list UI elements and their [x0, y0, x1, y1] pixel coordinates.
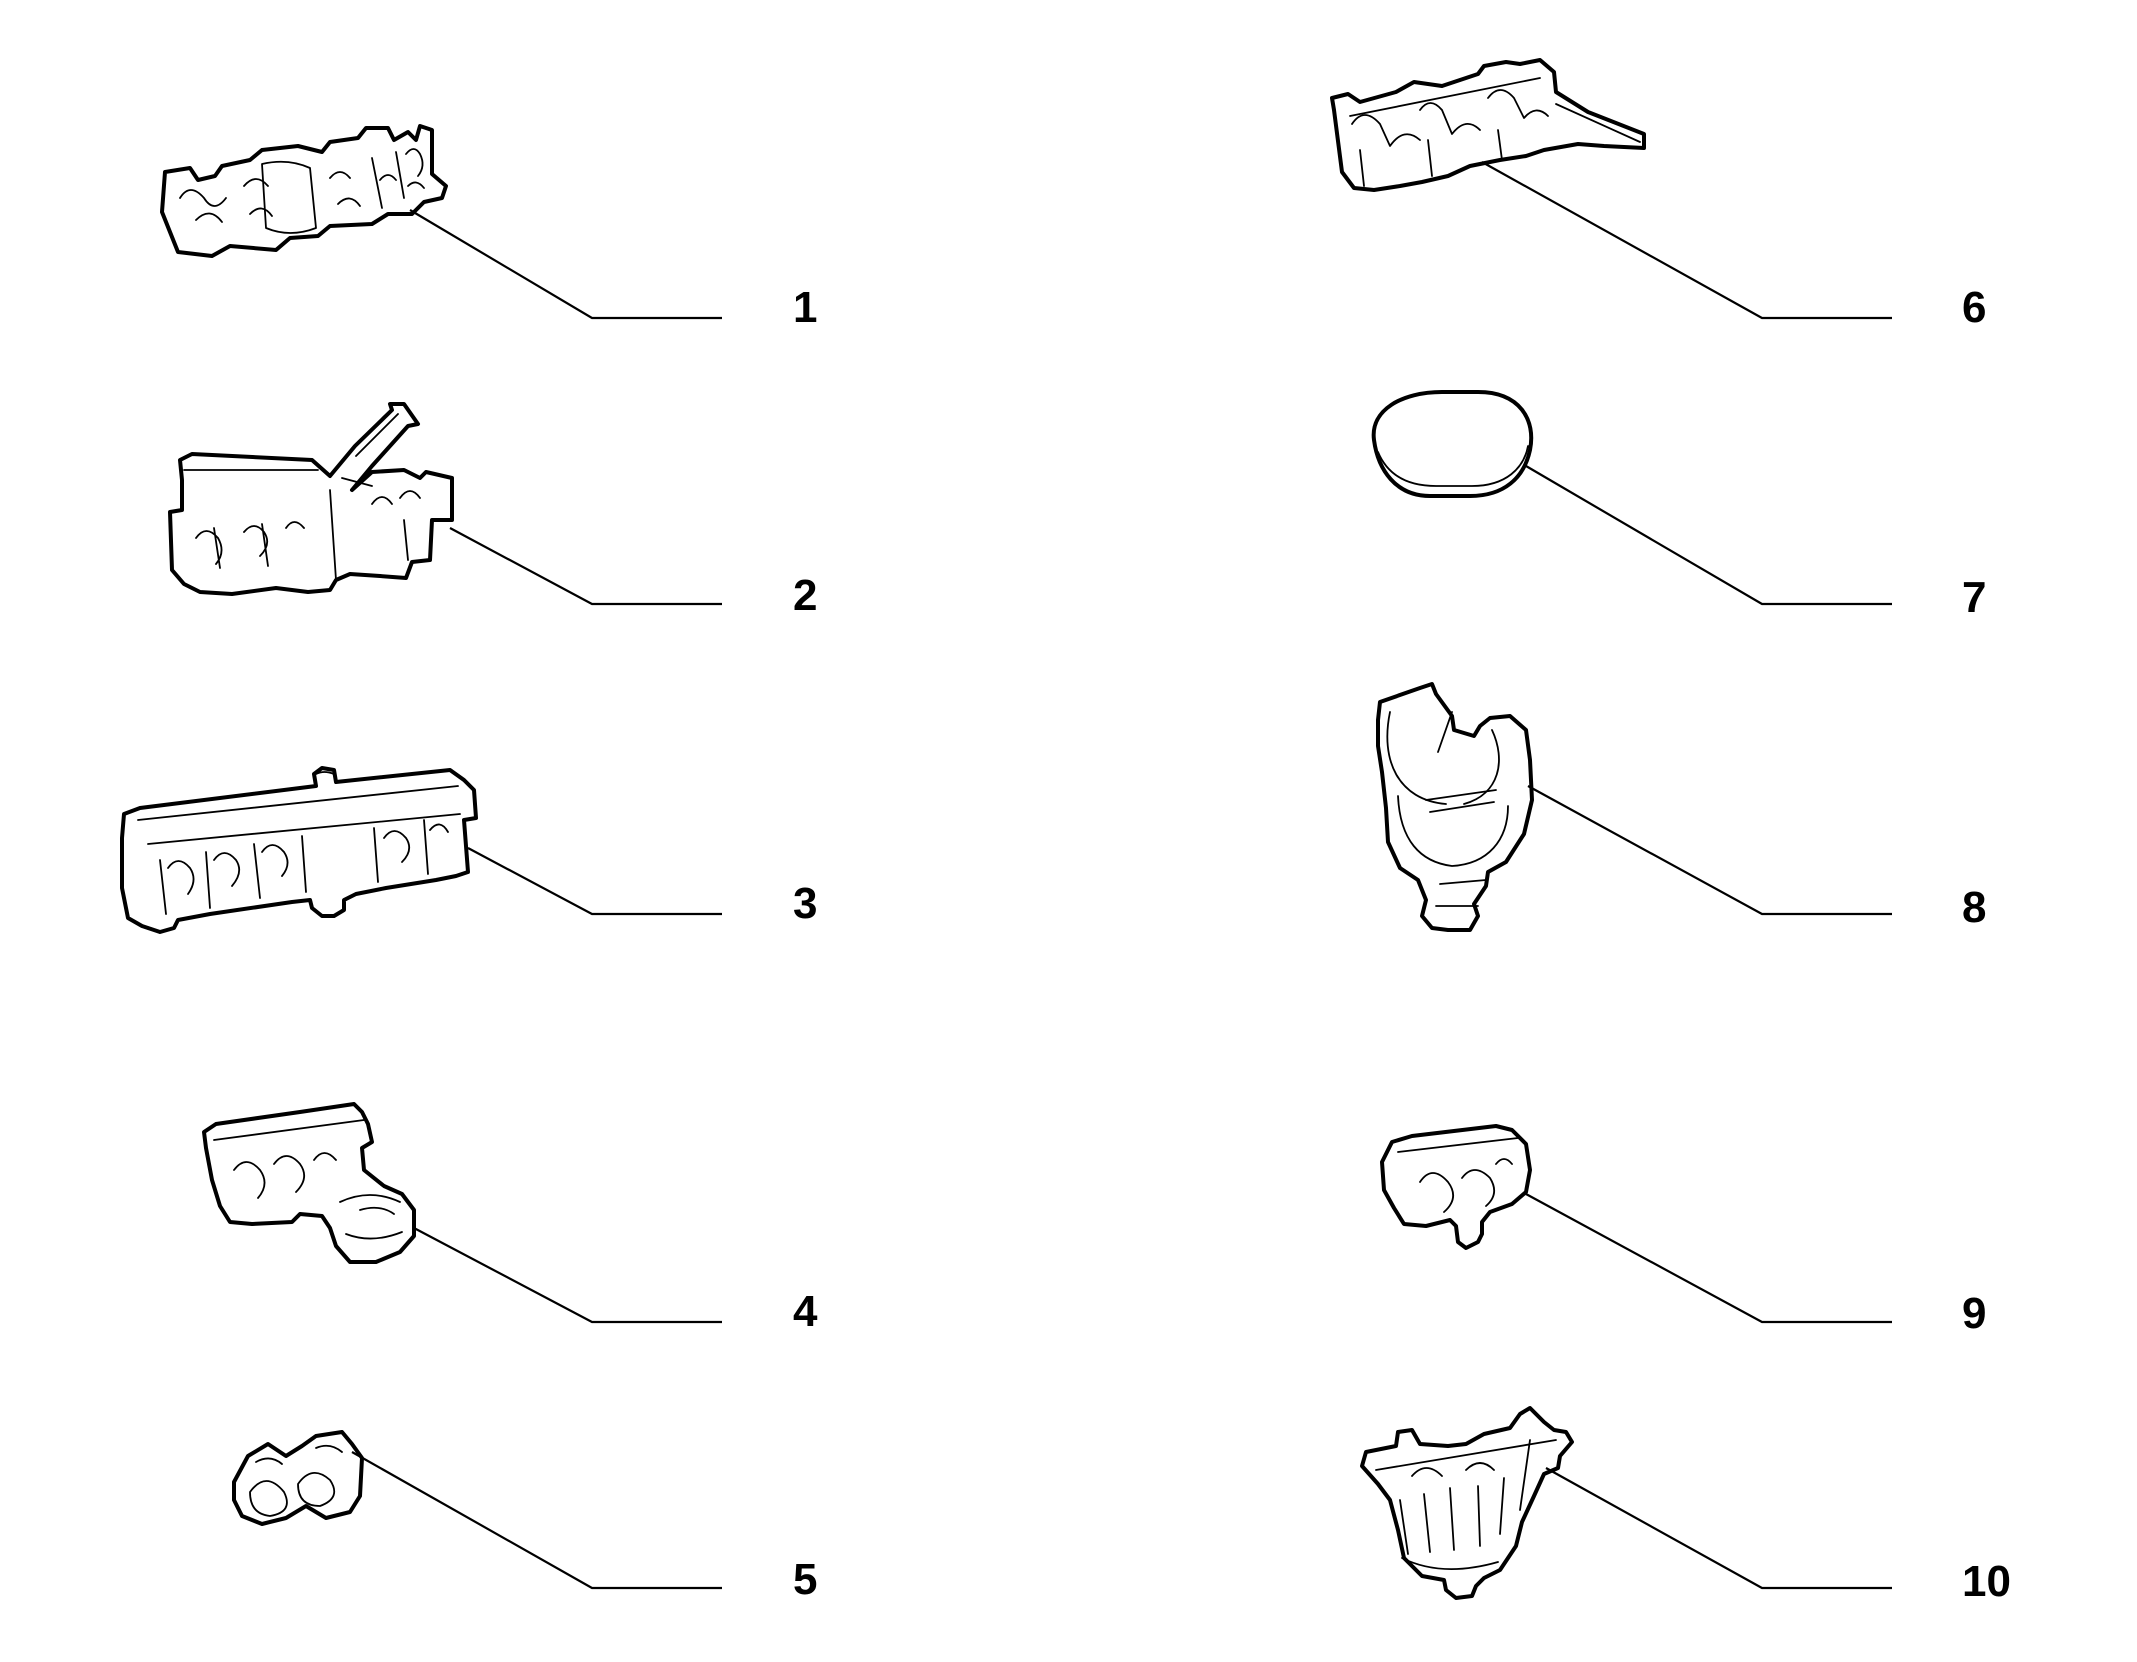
leader-line-7 [1525, 465, 1892, 606]
part-6-drawing [1330, 58, 1646, 192]
part-1-drawing [160, 124, 448, 258]
leader-line-8 [1527, 785, 1892, 916]
part-10-drawing [1360, 1406, 1574, 1600]
part-label-3: 3 [793, 879, 817, 928]
part-label-9: 9 [1962, 1289, 1986, 1338]
part-label-7: 7 [1962, 573, 1986, 622]
leader-line-2 [449, 527, 722, 606]
part-label-6: 6 [1962, 283, 1986, 332]
part-label-1: 1 [793, 283, 817, 332]
leader-line-4 [413, 1227, 722, 1324]
part-label-5: 5 [793, 1555, 817, 1604]
part-4-drawing [202, 1102, 416, 1264]
part-2-drawing [168, 402, 454, 596]
leader-line-3 [467, 847, 722, 916]
leader-line-6 [1481, 161, 1892, 320]
part-9-drawing [1380, 1124, 1532, 1250]
part-label-10: 10 [1962, 1557, 2011, 1606]
part-5-drawing [232, 1430, 364, 1526]
part-8-drawing [1376, 682, 1534, 932]
leader-line-5 [351, 1451, 722, 1590]
part-3-drawing [120, 766, 478, 934]
leader-line-9 [1525, 1193, 1892, 1324]
part-label-8: 8 [1962, 883, 1986, 932]
part-label-4: 4 [793, 1287, 818, 1336]
part-7-drawing [1371, 390, 1534, 498]
leader-line-1 [409, 209, 722, 320]
leader-line-10 [1545, 1467, 1892, 1590]
part-label-2: 2 [793, 571, 817, 620]
